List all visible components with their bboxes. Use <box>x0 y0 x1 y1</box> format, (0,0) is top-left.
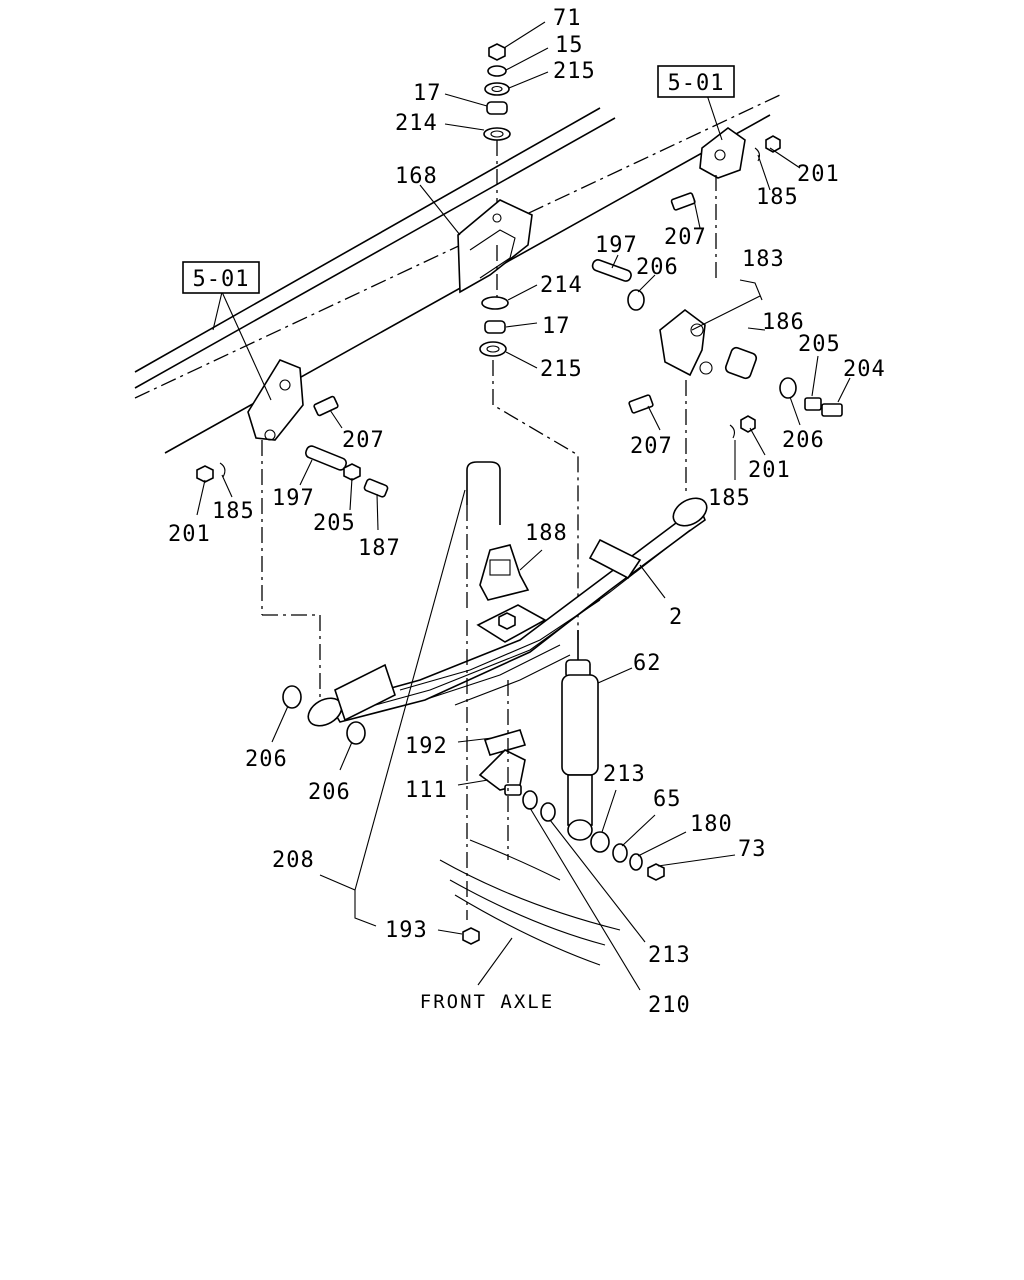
callout-207[interactable]: 207 <box>630 434 673 459</box>
callout-201[interactable]: 201 <box>168 522 211 547</box>
left-hanger-fasteners <box>196 395 389 498</box>
callout-208[interactable]: 208 <box>272 848 315 873</box>
callout-213[interactable]: 213 <box>603 762 646 787</box>
callout-206[interactable]: 206 <box>308 780 351 805</box>
spring-shackle <box>591 259 843 495</box>
callout-185[interactable]: 185 <box>756 185 799 210</box>
spring-bushing-washers <box>282 685 366 745</box>
lower-shock-mount-stack <box>479 296 509 357</box>
callout-65[interactable]: 65 <box>653 787 682 812</box>
front-axle-outline <box>439 620 621 966</box>
front-axle-caption: FRONT AXLE <box>420 991 554 1013</box>
callout-210[interactable]: 210 <box>648 993 691 1018</box>
shock-bracket <box>457 199 533 294</box>
callout-192[interactable]: 192 <box>405 734 448 759</box>
callout-204[interactable]: 204 <box>843 357 886 382</box>
callout-168[interactable]: 168 <box>395 164 438 189</box>
callout-201[interactable]: 201 <box>797 162 840 187</box>
reference-label: 5-01 <box>193 267 250 292</box>
reference-box-5-01-left[interactable]: 5-01 <box>182 261 260 294</box>
callout-185[interactable]: 185 <box>708 486 751 511</box>
callout-62[interactable]: 62 <box>633 651 662 676</box>
callout-187[interactable]: 187 <box>358 536 401 561</box>
bump-stopper <box>479 544 530 601</box>
callout-206[interactable]: 206 <box>782 428 825 453</box>
callout-214[interactable]: 214 <box>540 273 583 298</box>
callout-17[interactable]: 17 <box>542 314 571 339</box>
shock-absorber <box>561 630 599 841</box>
callout-185[interactable]: 185 <box>212 499 255 524</box>
front-spring-hanger <box>247 359 321 700</box>
callout-183[interactable]: 183 <box>742 247 785 272</box>
callout-193[interactable]: 193 <box>385 918 428 943</box>
callout-186[interactable]: 186 <box>762 310 805 335</box>
callout-201[interactable]: 201 <box>748 458 791 483</box>
callout-197[interactable]: 197 <box>595 233 638 258</box>
callout-2[interactable]: 2 <box>669 605 683 630</box>
leader-lines <box>196 21 851 991</box>
shock-lower-bracket <box>478 729 556 822</box>
lower-shock-fasteners <box>590 831 665 881</box>
callout-188[interactable]: 188 <box>525 521 568 546</box>
callout-15[interactable]: 15 <box>555 33 584 58</box>
reference-label: 5-01 <box>668 71 725 96</box>
callout-213[interactable]: 213 <box>648 943 691 968</box>
reference-box-5-01-right[interactable]: 5-01 <box>657 65 735 98</box>
callout-111[interactable]: 111 <box>405 778 448 803</box>
callout-215[interactable]: 215 <box>553 59 596 84</box>
callout-17[interactable]: 17 <box>413 81 442 106</box>
callout-207[interactable]: 207 <box>664 225 707 250</box>
callout-73[interactable]: 73 <box>738 837 767 862</box>
callout-labels: 71 15 215 17 214 168 214 17 215 201 185 … <box>168 6 886 1018</box>
callout-180[interactable]: 180 <box>690 812 733 837</box>
callout-207[interactable]: 207 <box>342 428 385 453</box>
callout-214[interactable]: 214 <box>395 111 438 136</box>
callout-206[interactable]: 206 <box>245 747 288 772</box>
u-bolt <box>466 461 501 610</box>
callout-205[interactable]: 205 <box>313 511 356 536</box>
callout-205[interactable]: 205 <box>798 332 841 357</box>
callout-197[interactable]: 197 <box>272 486 315 511</box>
upper-shock-mount-stack <box>483 43 511 210</box>
leaf-spring <box>307 497 708 727</box>
rear-spring-hanger <box>670 127 781 280</box>
callout-206[interactable]: 206 <box>636 255 679 280</box>
callout-71[interactable]: 71 <box>553 6 582 31</box>
callout-215[interactable]: 215 <box>540 357 583 382</box>
